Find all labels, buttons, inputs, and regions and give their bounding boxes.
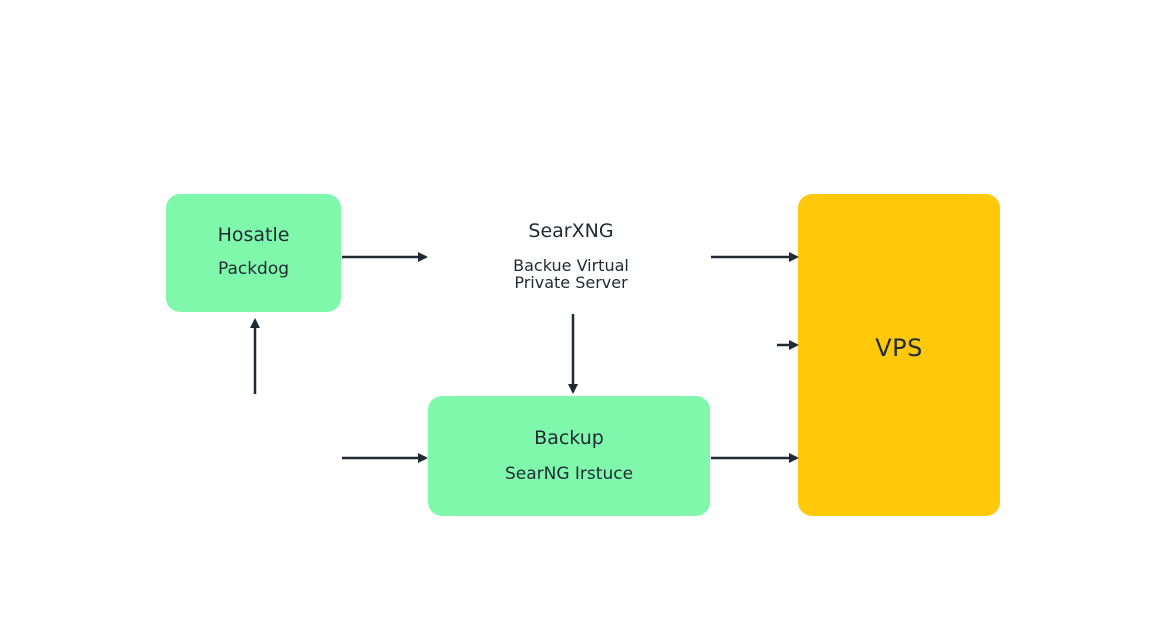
searxng-subtitle-line1: Backue Virtual	[513, 256, 629, 275]
backup-node: Backup SearNG Irstuce	[428, 396, 710, 516]
hosatle-subtitle: Packdog	[217, 259, 290, 279]
vps-title: VPS	[875, 334, 923, 362]
searxng-title: SearXNG	[528, 220, 614, 242]
searxng-subtitle-line2: Private Server	[514, 273, 628, 292]
searxng-label-group: SearXNG Backue Virtual Private Server	[470, 220, 672, 291]
backup-title: Backup	[534, 427, 604, 449]
hosatle-title: Hosatle	[217, 224, 290, 246]
hosatle-node: Hosatle Packdog	[166, 194, 341, 312]
backup-subtitle: SearNG Irstuce	[504, 464, 634, 484]
vps-node: VPS	[798, 194, 1000, 516]
